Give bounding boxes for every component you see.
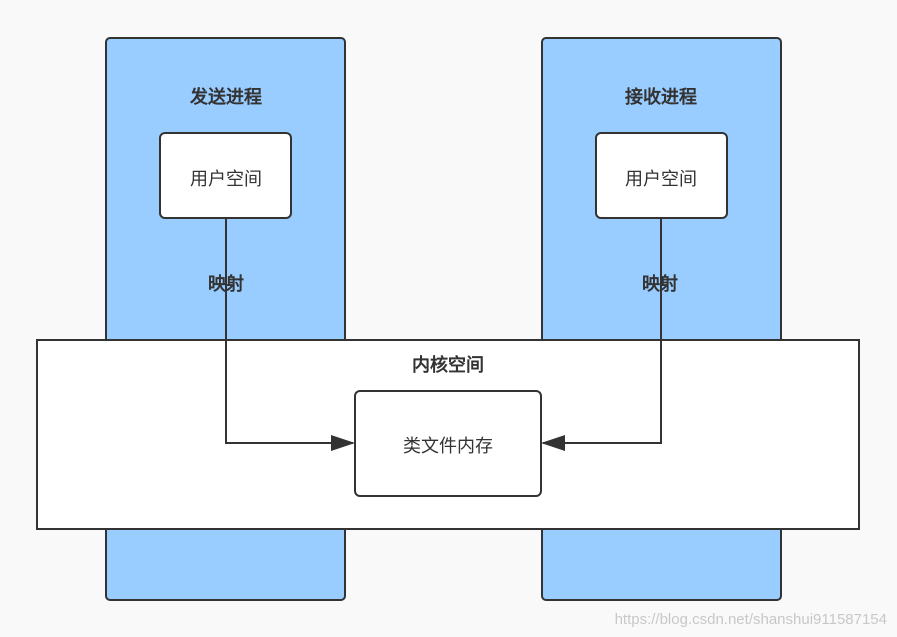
- sender-mapping-arrow: [225, 219, 355, 451]
- receiver-user-space-label: 用户空间: [625, 169, 697, 190]
- receiver-user-space-box: [595, 132, 728, 219]
- sender-user-space-label: 用户空间: [190, 169, 262, 190]
- receiver-process-title: 接收进程: [625, 86, 697, 108]
- sender-process-title: 发送进程: [189, 86, 262, 108]
- watermark-url: https://blog.csdn.net/shanshui911587154: [614, 611, 887, 628]
- file-memory-label: 类文件内存: [403, 436, 493, 457]
- sender-user-space-box: [159, 132, 292, 219]
- receiver-mapping-arrow: [541, 219, 662, 451]
- kernel-space-title: 内核空间: [412, 354, 484, 376]
